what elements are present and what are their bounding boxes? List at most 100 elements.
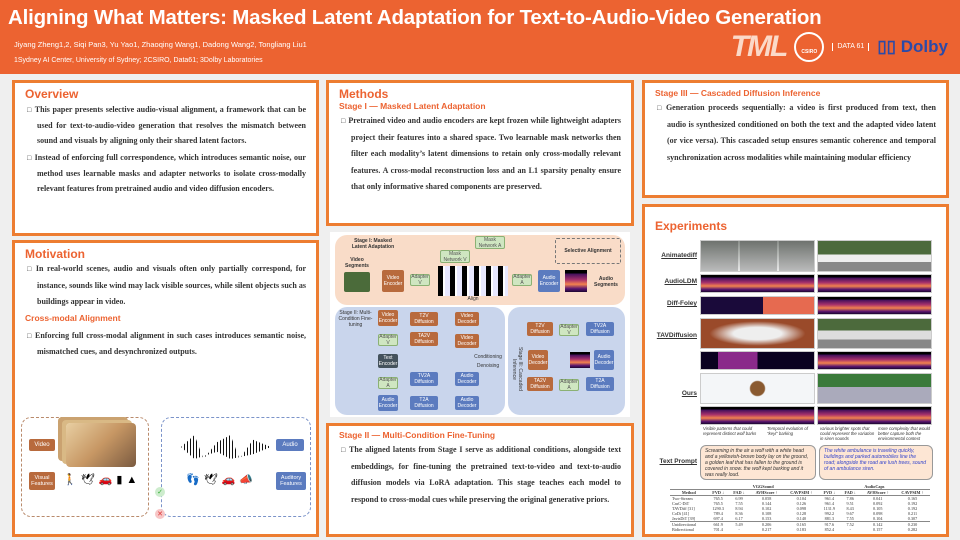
table-cell: 0.282 — [907, 527, 918, 532]
table-cell: 0.192 — [907, 506, 918, 511]
auditory-feature-icons: 👣🕊🚗📣 — [186, 474, 258, 486]
table-cell: 0.128 — [796, 511, 807, 516]
table-cell: 1131.9 — [823, 506, 836, 511]
motivation-title: Motivation — [25, 247, 85, 261]
stage2-text: The aligned latents from Stage I serve a… — [339, 442, 621, 508]
table-cell: 789.4 — [713, 511, 723, 516]
audio-encoder: Audio Encoder — [538, 270, 560, 292]
denoising-legend: Denoising — [476, 363, 500, 369]
table-cell: CasC-DiT — [672, 501, 690, 506]
table-cell: 0.307 — [907, 516, 918, 521]
stage2-title: Stage II — Multi-Condition Fine-Tuning — [339, 430, 496, 440]
table-cell: 9.51 — [846, 501, 854, 506]
adapter-v: Adapter V — [410, 274, 430, 286]
s2-ta2v-diffusion: TA2V Diffusion — [410, 332, 438, 346]
logos: TML CSIRO DATA 61 ▯▯ Dolby — [731, 30, 948, 64]
table-cell: CoDi [41] — [672, 511, 690, 516]
stage1-label: Stage I: Masked Latent Adaptation — [351, 238, 395, 250]
animatediff-wolf-frames — [700, 240, 815, 272]
group-header: AudioCaps — [818, 484, 930, 490]
stage2-label: Stage II: Multi-Condition Fine-tuning — [338, 310, 373, 328]
s2-t2v-diffusion: T2V Diffusion — [410, 312, 438, 326]
annotation: Visible patterns that could represent di… — [703, 426, 757, 436]
video-region — [21, 417, 149, 517]
overview-title: Overview — [25, 87, 79, 101]
motivation-figure: Video Visual Features 🚶🕊🚗▮▲ Audio Audito… — [21, 417, 313, 525]
table-cell: 6.99 — [735, 496, 743, 501]
data61-logo: DATA 61 — [832, 43, 870, 51]
s2-adapter-a: Adapter A — [378, 377, 398, 389]
adapter-a: Adapter A — [512, 274, 532, 286]
motivation-panel: Motivation In real-world scenes, audio a… — [12, 240, 319, 537]
table-cell: 765.5 — [713, 496, 723, 501]
table-cell: 0.211 — [907, 511, 918, 516]
s3-audio-decoder: Audio Decoder — [594, 350, 614, 370]
tavdiffusion-ambulance-frames — [817, 318, 932, 349]
annotation: various brighter spots that could repres… — [820, 426, 875, 441]
s2-audio-decoder: Audio Decoder — [455, 372, 479, 386]
table-cell: - — [849, 527, 851, 532]
visual-feature-icons: 🚶🕊🚗▮▲ — [63, 474, 142, 486]
audio-segments-label: Audio Segments — [594, 276, 618, 288]
auditory-features-label: Auditory Features — [276, 472, 306, 490]
table-cell: 0.142 — [873, 522, 883, 527]
ours-ambulance-frames — [817, 373, 932, 404]
tavdiffusion-wolf-frames — [700, 318, 815, 349]
table-cell: 0.108 — [761, 511, 772, 516]
table-cell: 0.092 — [873, 501, 883, 506]
row-label-ours: Ours — [681, 390, 697, 397]
s3-adapter-a: Adapter A — [559, 379, 579, 391]
table-cell: TAVDiff [31] — [672, 506, 695, 511]
row-label-animatediff: Animatediff — [661, 252, 697, 259]
table-cell: 7.55 — [735, 501, 743, 506]
group-header: VGGSound — [707, 484, 819, 490]
ours-spectrogram-1 — [700, 406, 815, 425]
prompt-wolf: Screaming in the air a wolf with a white… — [700, 445, 816, 480]
column-header: CAVPSIM ↑ — [895, 489, 930, 496]
methods-title: Methods — [339, 87, 389, 101]
table-cell: 697.4 — [713, 516, 723, 521]
table-cell: 0.230 — [907, 522, 918, 527]
stage2-panel: Stage II — Multi-Condition Fine-Tuning T… — [326, 423, 634, 537]
s3-audio-output — [570, 352, 590, 368]
stage3-label: Stage III: Cascaded Inference — [511, 347, 523, 391]
table-cell: Bidirectional — [672, 527, 694, 532]
video-frames-image — [66, 423, 136, 467]
table-cell: 5.49 — [735, 522, 743, 527]
table-cell: 961.4 — [824, 496, 835, 501]
table-cell: 881.3 — [824, 516, 835, 521]
audio-label: Audio — [276, 439, 304, 451]
stage3-panel: Stage III — Cascaded Diffusion Inference… — [642, 80, 949, 198]
table-cell: 8.43 — [846, 506, 854, 511]
animatediff-ambulance-frames — [817, 240, 932, 272]
table-cell: 0.144 — [761, 501, 772, 506]
diff-foley-spectrogram-2 — [817, 296, 932, 315]
audio-region — [161, 417, 311, 517]
table-cell: 0.183 — [796, 527, 807, 532]
mask-bars — [438, 266, 508, 296]
column-header: CAVPSIM ↑ — [783, 489, 819, 496]
table-cell: - — [738, 527, 740, 532]
s2-tv2a-diffusion: TV2A Diffusion — [410, 372, 438, 386]
s2-audio-decoder-2: Audio Decoder — [455, 396, 479, 410]
table-cell: 9.67 — [846, 511, 854, 516]
tavdiffusion-spectrogram-1 — [700, 351, 815, 370]
s2-t2a-diffusion: T2A Diffusion — [410, 396, 438, 410]
s2-audio-encoder: Audio Encoder — [378, 395, 398, 411]
s3-ta2v-diffusion: TA2V Diffusion — [527, 377, 553, 391]
cross-modal-title: Cross-modal Alignment — [25, 312, 121, 323]
table-cell: 961.4 — [824, 501, 835, 506]
overview-bullet: Instead of enforcing full correspondence… — [25, 150, 306, 196]
table-cell: 0.165 — [796, 522, 807, 527]
mask-network-v: Mask Network V — [440, 250, 470, 263]
table-cell: 0.153 — [761, 516, 772, 521]
affiliations: 1Sydney AI Center, University of Sydney;… — [14, 57, 263, 64]
check-icon: ✓ — [155, 487, 165, 497]
table-cell: 0.104 — [796, 496, 807, 501]
